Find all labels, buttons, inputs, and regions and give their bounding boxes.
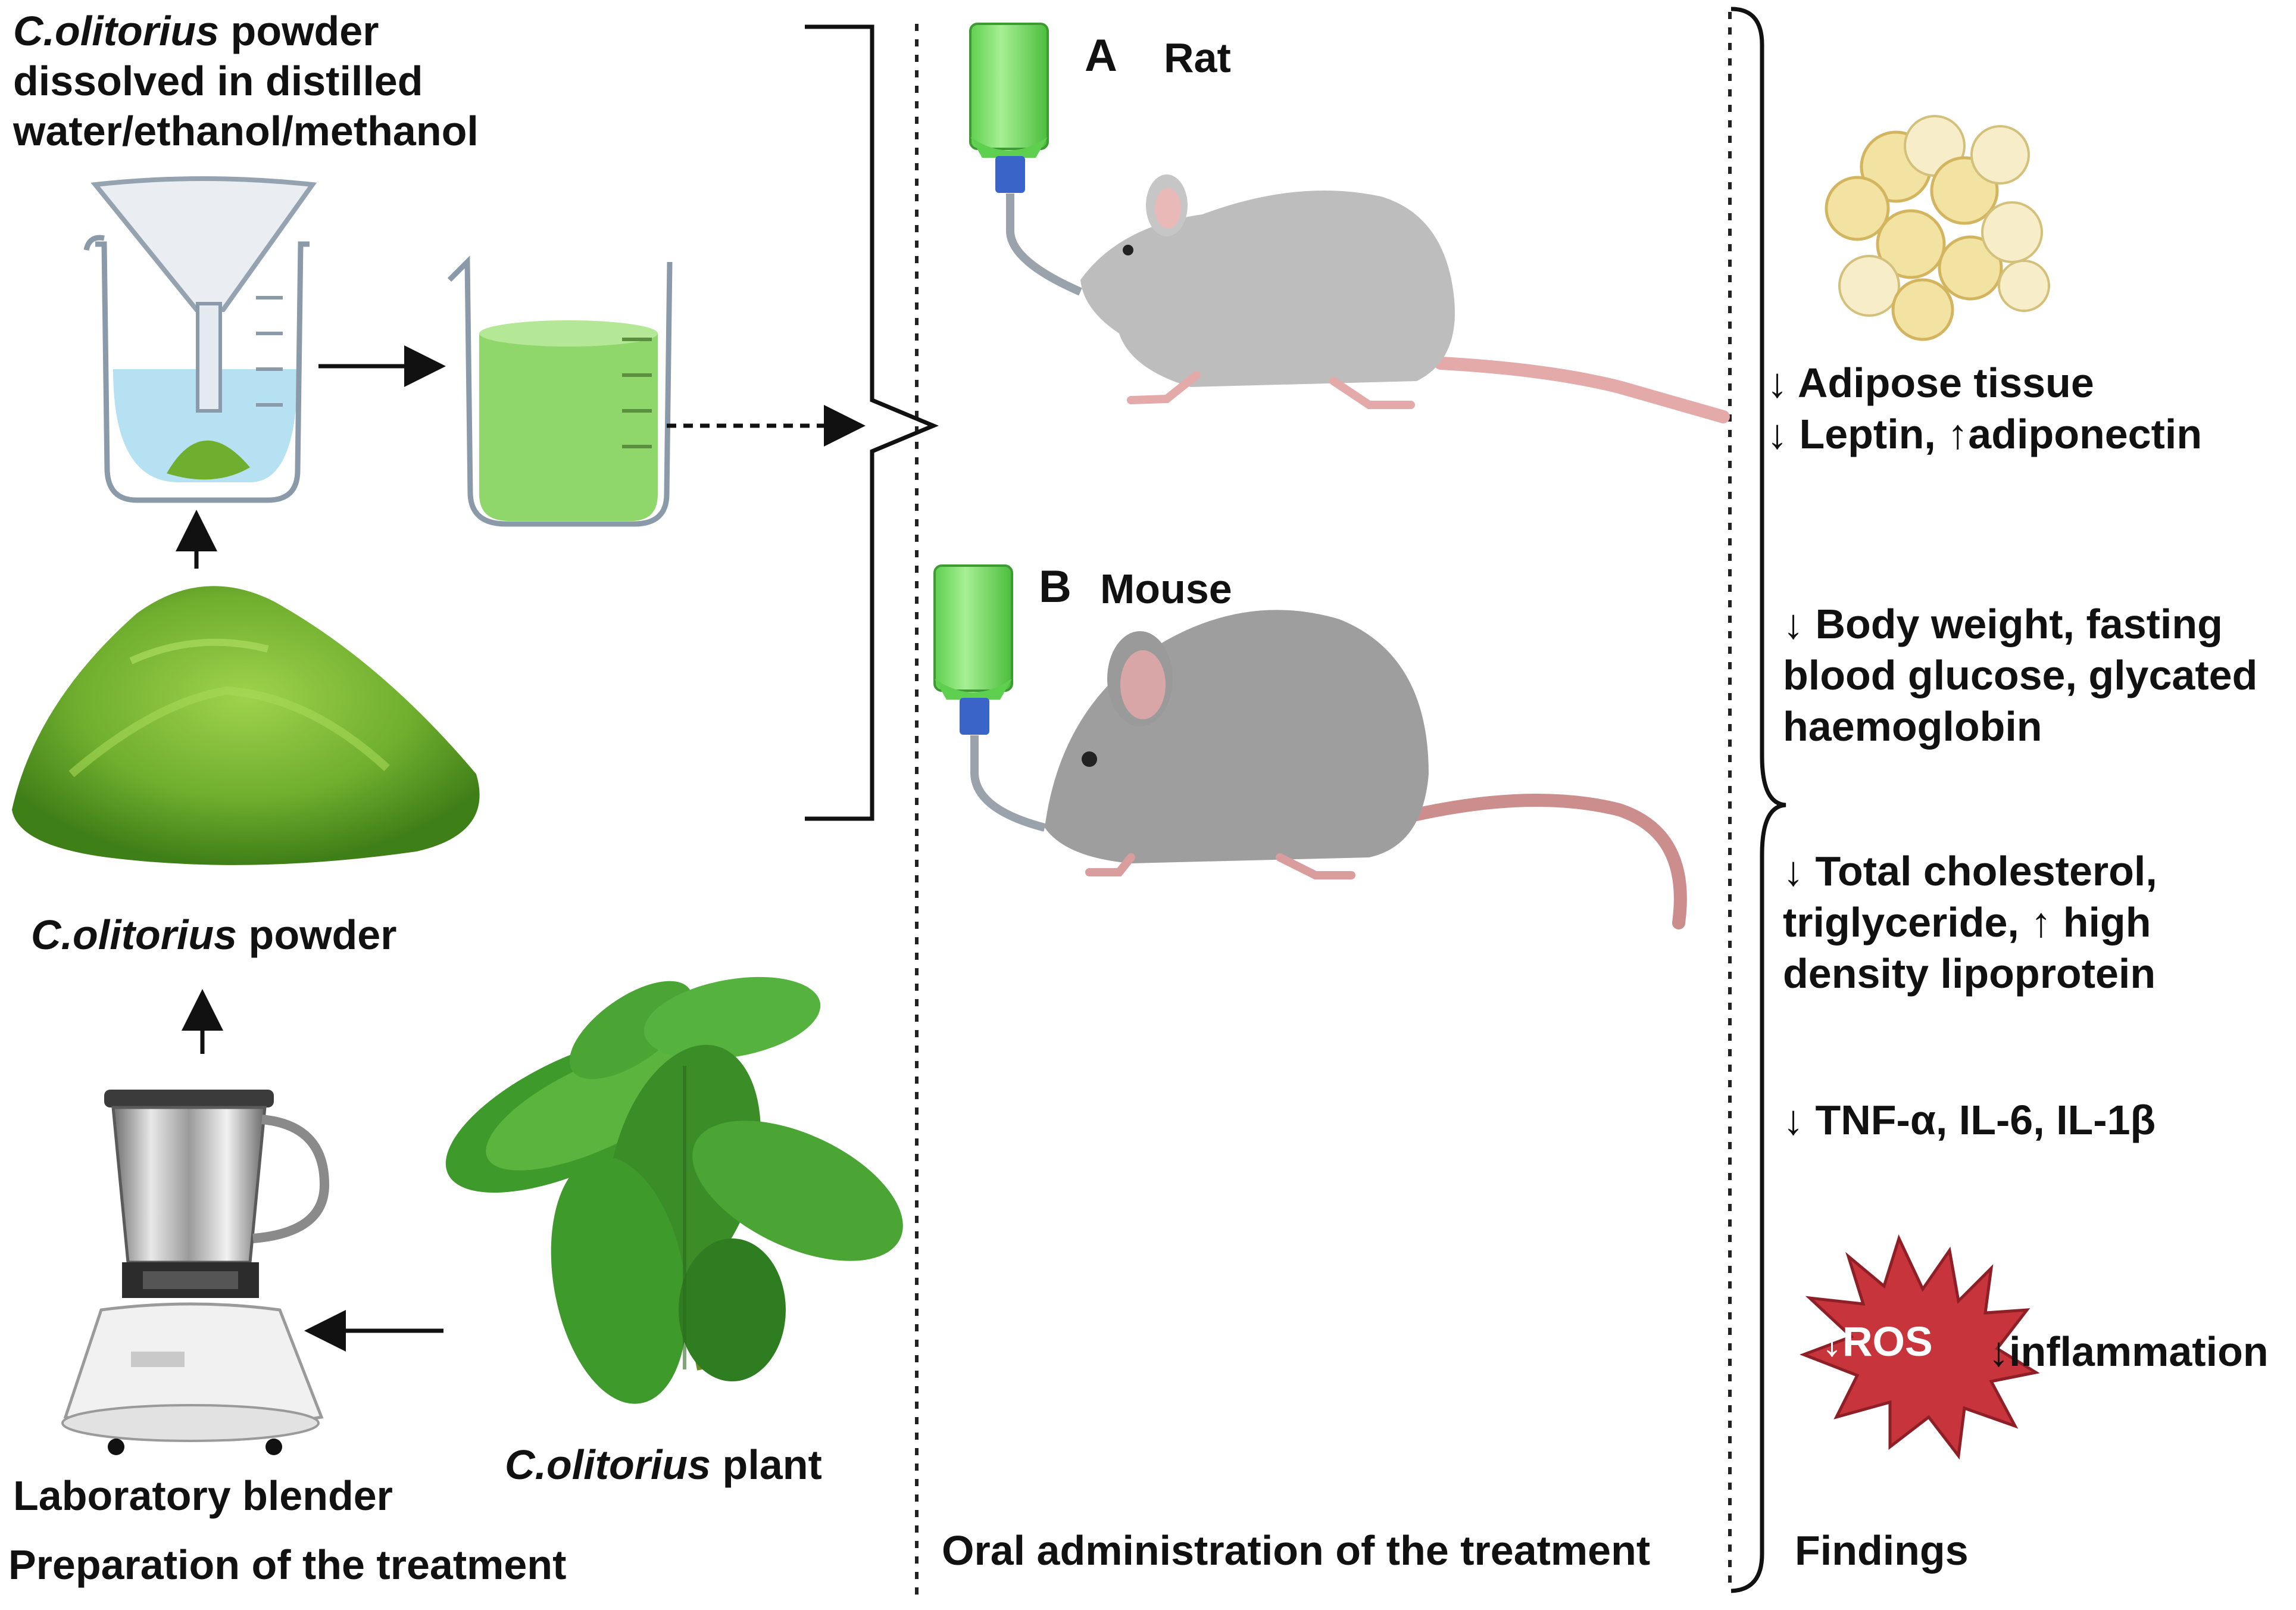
panel-letter-b: B [1039,561,1072,612]
species-name: C.olitorius [31,912,238,958]
finding-body-line-1: ↓ Body weight, fasting [1783,601,2223,647]
plant [445,976,903,1404]
powder-text: powder [237,912,397,958]
finding-adipose: ↓ Adipose tissue ↓ Leptin, ↑adiponectin [1767,357,2202,460]
water-bottle-rat [969,23,1082,296]
beaker-green-solution [447,255,673,527]
section-title-preparation: Preparation of the treatment [8,1542,567,1588]
ros-label: ↓ROS [1822,1318,1933,1365]
dissolve-text: powder [219,8,379,54]
section-title-findings: Findings [1795,1527,1969,1574]
finding-body-line-3: haemoglobin [1783,703,2042,750]
finding-inflammation: ↓inflammation [1988,1328,2269,1375]
beaker-with-funnel [83,176,317,503]
rat-label: Rat [1164,35,1231,81]
panel-letter-a: A [1085,30,1117,81]
finding-lipids-line-3: density lipoprotein [1783,950,2156,997]
finding-leptin-line: ↓ Leptin, ↑adiponectin [1767,411,2203,457]
finding-cytokines: ↓ TNF-α, IL-6, IL-1β [1783,1097,2156,1143]
brace-findings [1730,7,1786,1593]
plant-label: C.olitorius plant [505,1440,822,1490]
bracket-prep [805,24,939,821]
section-title-administration: Oral administration of the treatment [942,1527,1651,1574]
finding-lipids-line-2: triglyceride, ↑ high [1783,899,2151,946]
blender-label: Laboratory blender [13,1472,393,1519]
plant-text: plant [711,1441,822,1488]
powder-label: C.olitorius powder [31,910,396,960]
species-name: C.olitorius [13,8,220,54]
dissolve-line-3: water/ethanol/methanol [13,108,479,154]
mouse-label: Mouse [1100,566,1232,612]
dissolve-caption: C.olitorius powder dissolved in distille… [13,6,479,156]
finding-body-line-2: blood glucose, glycated [1783,652,2258,698]
laboratory-blender [61,1090,330,1455]
finding-lipids-line-1: ↓ Total cholesterol, [1783,848,2157,894]
species-name: C.olitorius [505,1441,711,1488]
finding-adipose-line: ↓ Adipose tissue [1767,360,2094,406]
dissolve-line-2: dissolved in distilled [13,58,423,104]
adipose-cells-icon [1825,115,2050,341]
finding-body-weight: ↓ Body weight, fasting blood glucose, gl… [1783,598,2257,752]
powder-pile [12,586,480,865]
ros-burst-icon [1799,1234,2040,1460]
rat-illustration [1080,174,1730,423]
mouse-illustration [1045,610,1687,929]
water-bottle-mouse [933,564,1046,832]
finding-lipids: ↓ Total cholesterol, triglyceride, ↑ hig… [1783,845,2157,999]
